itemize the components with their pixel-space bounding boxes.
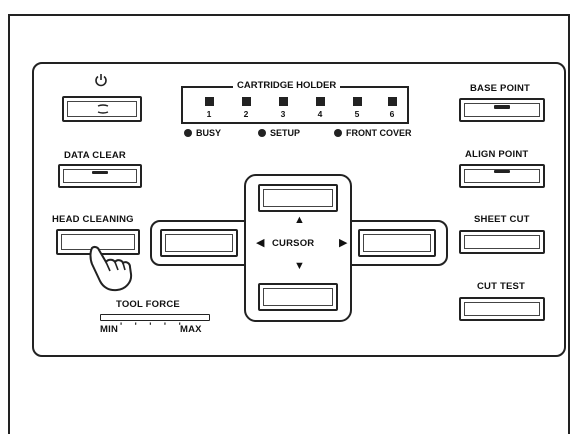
- cut-test-label: CUT TEST: [477, 281, 526, 292]
- cursor-right-arrow-icon: ▶: [339, 237, 348, 249]
- cartridge-slot-6-label: 6: [389, 109, 395, 119]
- busy-status: BUSY: [184, 129, 221, 138]
- cartridge-slot-5-indicator: [353, 97, 362, 106]
- cartridge-slot-2-label: 2: [243, 109, 249, 119]
- front-cover-status: FRONT COVER: [334, 129, 412, 138]
- pointing-hand-icon: [89, 245, 133, 292]
- cartridge-slot-3-label: 3: [280, 109, 286, 119]
- power-button[interactable]: [62, 96, 142, 122]
- cartridge-slot-4-label: 4: [317, 109, 323, 119]
- cartridge-slot-2-indicator: [242, 97, 251, 106]
- tool-force-min-label: MIN: [100, 324, 119, 335]
- control-panel: [32, 62, 566, 357]
- tool-force-slider[interactable]: [100, 314, 210, 321]
- cartridge-holder-title: CARTRIDGE HOLDER: [233, 81, 341, 91]
- busy-lamp-icon: [184, 129, 192, 137]
- cut-test-button[interactable]: [459, 297, 545, 321]
- busy-label: BUSY: [196, 128, 222, 138]
- align-point-label: ALIGN POINT: [465, 149, 529, 160]
- cursor-right-button[interactable]: [358, 229, 436, 257]
- align-point-button[interactable]: [459, 164, 545, 188]
- cartridge-slot-6-indicator: [388, 97, 397, 106]
- front-cover-lamp-icon: [334, 129, 342, 137]
- cursor-down-button[interactable]: [258, 283, 338, 311]
- cartridge-slot-1-label: 1: [206, 109, 212, 119]
- data-clear-label: DATA CLEAR: [64, 150, 126, 161]
- cartridge-slot-4-indicator: [316, 97, 325, 106]
- head-cleaning-label: HEAD CLEANING: [52, 214, 134, 225]
- cursor-up-button[interactable]: [258, 184, 338, 212]
- tool-force-label: TOOL FORCE: [116, 299, 180, 310]
- tool-force-max-label: MAX: [180, 324, 202, 335]
- cursor-up-arrow-icon: ▲: [294, 214, 305, 226]
- data-clear-button[interactable]: [58, 164, 142, 188]
- setup-label: SETUP: [270, 128, 301, 138]
- cartridge-slot-5-label: 5: [354, 109, 360, 119]
- figure-frame: [8, 14, 570, 434]
- cursor-down-arrow-icon: ▼: [294, 260, 305, 272]
- front-cover-label: FRONT COVER: [346, 128, 412, 138]
- tool-force-scale-ticks: ' ' ' ' ': [120, 321, 186, 331]
- cursor-left-button[interactable]: [160, 229, 238, 257]
- cursor-left-arrow-icon: ◀: [256, 237, 265, 249]
- sheet-cut-button[interactable]: [459, 230, 545, 254]
- base-point-label: BASE POINT: [470, 83, 531, 94]
- cartridge-holder: CARTRIDGE HOLDER 1 2 3 4 5 6: [181, 81, 409, 124]
- setup-status: SETUP: [258, 129, 300, 138]
- cartridge-slot-1-indicator: [205, 97, 214, 106]
- sheet-cut-label: SHEET CUT: [474, 214, 530, 225]
- cartridge-slot-3-indicator: [279, 97, 288, 106]
- setup-lamp-icon: [258, 129, 266, 137]
- power-icon: [95, 74, 107, 87]
- base-point-button[interactable]: [459, 98, 545, 122]
- cursor-label: CURSOR: [272, 238, 315, 249]
